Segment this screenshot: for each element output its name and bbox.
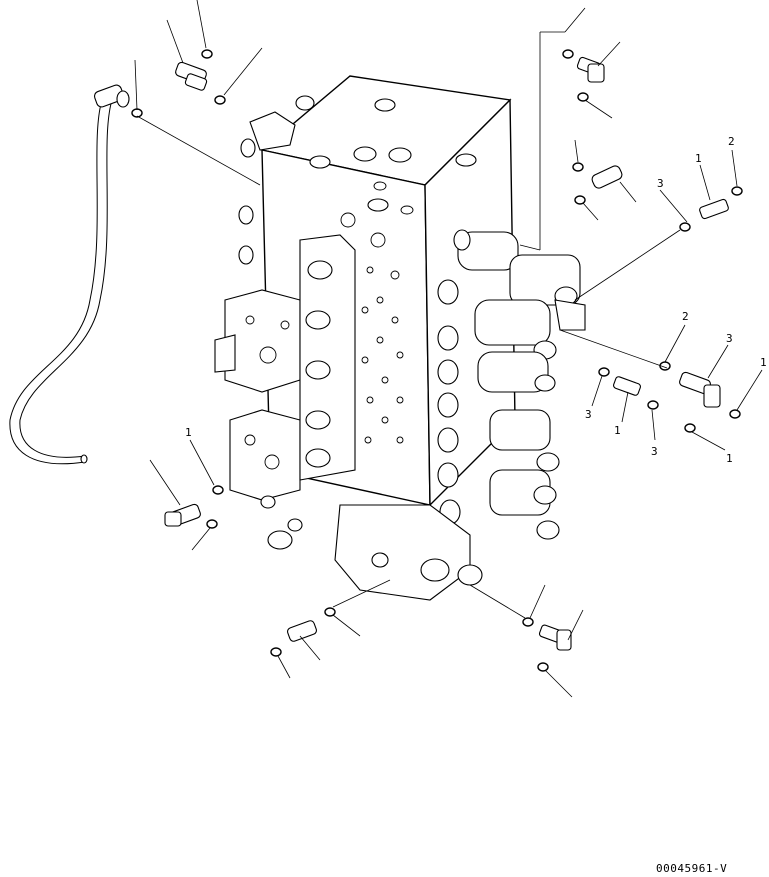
callout-label: 1 [695, 152, 702, 165]
oring-bottom-right-b [537, 662, 549, 672]
elbow-fitting-right-mid [679, 371, 721, 408]
oring-right-mid-3b [647, 400, 659, 410]
elbow-fitting-left-lower [164, 503, 201, 527]
oring-left-lower-b [206, 519, 218, 529]
connector-fitting-bottom-left [287, 620, 317, 642]
hose-assembly [9, 84, 130, 465]
fitting-upper-mid [591, 165, 623, 189]
oring-bottom-left-a [324, 607, 336, 617]
right-solenoid-valves [437, 229, 586, 540]
bottom-section [260, 495, 483, 601]
oring-top-right-b [577, 92, 589, 102]
oring-right-top-2 [731, 186, 743, 196]
oring-bottom-right-a [522, 617, 534, 627]
callout-label: 1 [185, 426, 192, 439]
control-valve-assembly [214, 75, 586, 601]
callout-label: 2 [728, 135, 735, 148]
oring-right-mid-3 [598, 367, 610, 377]
oring-right-mid-1 [729, 409, 741, 419]
oring-bottom-left-b [270, 647, 282, 657]
oring-right-top-3 [679, 222, 691, 232]
left-spool-sections [214, 95, 356, 501]
connector-fitting-right-top [699, 198, 729, 220]
top-plugs [309, 98, 477, 215]
oring-top-left-a [201, 49, 213, 59]
fittings-and-orings [131, 49, 743, 672]
leader-lines [134, 0, 763, 698]
callout-label: 3 [585, 408, 592, 421]
oring-right-mid-1b [684, 423, 696, 433]
oring-upper-mid-b [574, 195, 586, 205]
oring-upper-mid [572, 162, 584, 172]
callout-label: 1 [760, 356, 767, 369]
callout-label: 3 [726, 332, 733, 345]
oring-top-left-b [214, 95, 226, 105]
callout-label: 1 [614, 424, 621, 437]
callout-labels: 2 1 3 2 3 1 3 1 3 1 1 00045961-V [185, 135, 767, 875]
elbow-fitting-top-right [576, 56, 605, 83]
front-face-ports [340, 212, 404, 444]
elbow-fitting-top-left [175, 61, 208, 91]
connector-fitting-right-mid [613, 376, 641, 396]
oring-top-right-a [562, 49, 574, 59]
callout-label: 2 [682, 310, 689, 323]
callout-label: 1 [726, 452, 733, 465]
drawing-code: 00045961-V [656, 862, 727, 875]
oring-hose-end [131, 108, 143, 118]
callout-label: 3 [657, 177, 664, 190]
oring-left-lower-a [212, 485, 224, 495]
elbow-fitting-bottom-right [538, 624, 572, 651]
callout-label: 3 [651, 445, 658, 458]
